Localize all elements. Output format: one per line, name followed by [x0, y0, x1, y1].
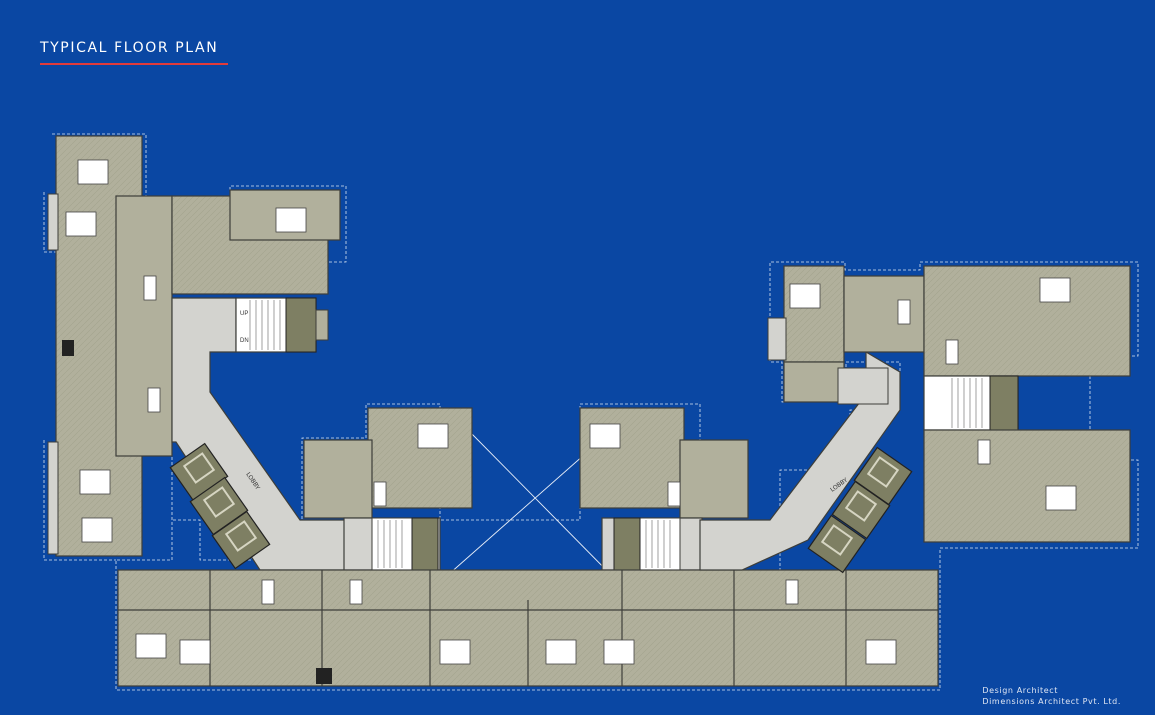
left-lifts [169, 442, 271, 570]
center-right-units [579, 407, 749, 571]
title-underline [40, 63, 228, 65]
right-lifts [807, 446, 913, 574]
credit-line-1: Design Architect [982, 686, 1058, 695]
tables [143, 275, 991, 605]
credit-line-2: Dimensions Architect Pvt. Ltd. [982, 697, 1121, 706]
furniture-marks [65, 159, 1077, 665]
page-title: TYPICAL FLOOR PLAN [40, 40, 219, 56]
stair-dn-label: DN [240, 338, 249, 344]
left-tower [47, 135, 341, 557]
bottom-units-row [117, 569, 939, 687]
architect-credit: Design Architect Dimensions Architect Pv… [982, 685, 1121, 707]
left-stair-core: UP DN [235, 297, 329, 353]
stair-up-label: UP [240, 311, 248, 317]
